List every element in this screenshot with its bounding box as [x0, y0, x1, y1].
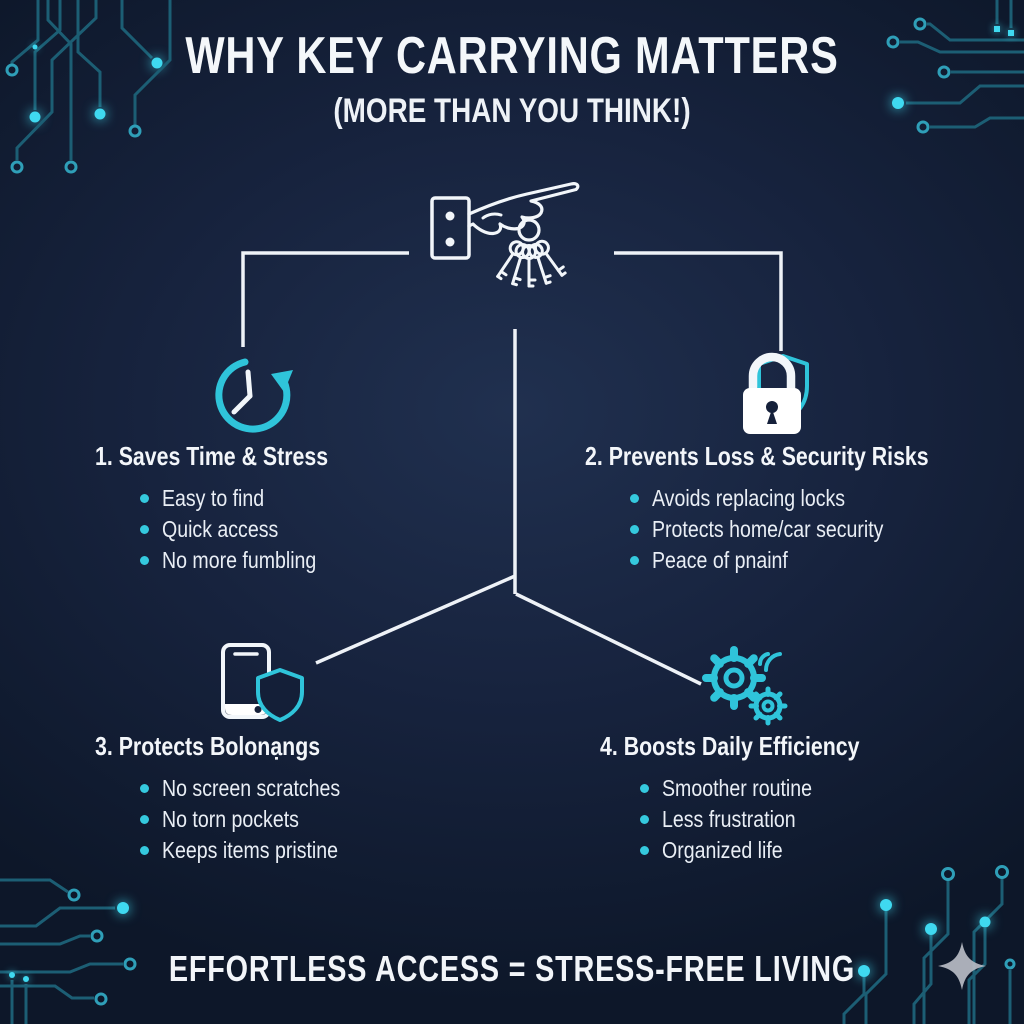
bullet-list: Avoids replacing locks Protects home/car… — [585, 486, 985, 572]
padlock-shield-icon — [743, 352, 809, 434]
gears-icon — [702, 646, 788, 726]
section-heading: 4. Boosts Daily Efficiency — [600, 731, 860, 761]
circuit-decoration-bottom-left — [0, 878, 137, 1024]
section-protects-belongings: 3. Protects Bolonạngs No screen scratche… — [95, 731, 425, 862]
bullet-dot — [640, 783, 649, 793]
circuit-decoration-top-left — [5, 0, 172, 174]
section-boosts-efficiency: 4. Boosts Daily Efficiency Smoother rout… — [600, 731, 940, 862]
clock-arrow-icon — [215, 358, 293, 433]
list-item: Easy to find — [140, 486, 425, 510]
list-item: Quick access — [140, 517, 425, 541]
page-subtitle: (MORE THAN YOU THINK!) — [333, 92, 691, 130]
bullet-dot — [140, 783, 149, 793]
bullet-list: Smoother routine Less frustration Organi… — [600, 776, 940, 862]
section-heading: 1. Saves Time & Stress — [95, 441, 329, 471]
list-item: No more fumbling — [140, 548, 425, 572]
section-heading: 2. Prevents Loss & Security Risks — [585, 441, 929, 471]
footer-tagline: EFFORTLESS ACCESS = STRESS-FREE LIVING — [168, 948, 856, 989]
list-item: No torn pockets — [140, 807, 425, 831]
bullet-list: No screen scratches No torn pockets Keep… — [95, 776, 425, 862]
page-title: WHY KEY CARRYING MATTERS — [185, 27, 839, 85]
bullet-dot — [630, 493, 639, 503]
sparkle-star-icon — [938, 942, 986, 990]
hand-keys-icon — [430, 182, 580, 288]
section-prevents-loss: 2. Prevents Loss & Security Risks Avoids… — [585, 441, 985, 572]
bullet-dot — [140, 524, 149, 534]
circuit-decoration-bottom-right — [842, 865, 1016, 1024]
bullet-dot — [640, 814, 649, 824]
bullet-dot — [630, 524, 639, 534]
circuit-decoration-top-right — [886, 0, 1024, 134]
list-item: Peace of pnainf — [630, 548, 985, 572]
bullet-dot — [140, 845, 149, 855]
section-heading: 3. Protects Bolonạngs — [95, 731, 321, 761]
phone-shield-icon — [221, 643, 304, 722]
bullet-list: Easy to find Quick access No more fumbli… — [95, 486, 425, 572]
list-item: Organized life — [640, 838, 940, 862]
list-item: No screen scratches — [140, 776, 425, 800]
section-saves-time: 1. Saves Time & Stress Easy to find Quic… — [95, 441, 425, 572]
list-item: Less frustration — [640, 807, 940, 831]
bullet-dot — [140, 555, 149, 565]
bullet-dot — [630, 555, 639, 565]
list-item: Avoids replacing locks — [630, 486, 985, 510]
bullet-dot — [140, 493, 149, 503]
list-item: Keeps items pristine — [140, 838, 425, 862]
list-item: Smoother routine — [640, 776, 940, 800]
bullet-dot — [140, 814, 149, 824]
bullet-dot — [640, 845, 649, 855]
list-item: Protects home/car security — [630, 517, 985, 541]
